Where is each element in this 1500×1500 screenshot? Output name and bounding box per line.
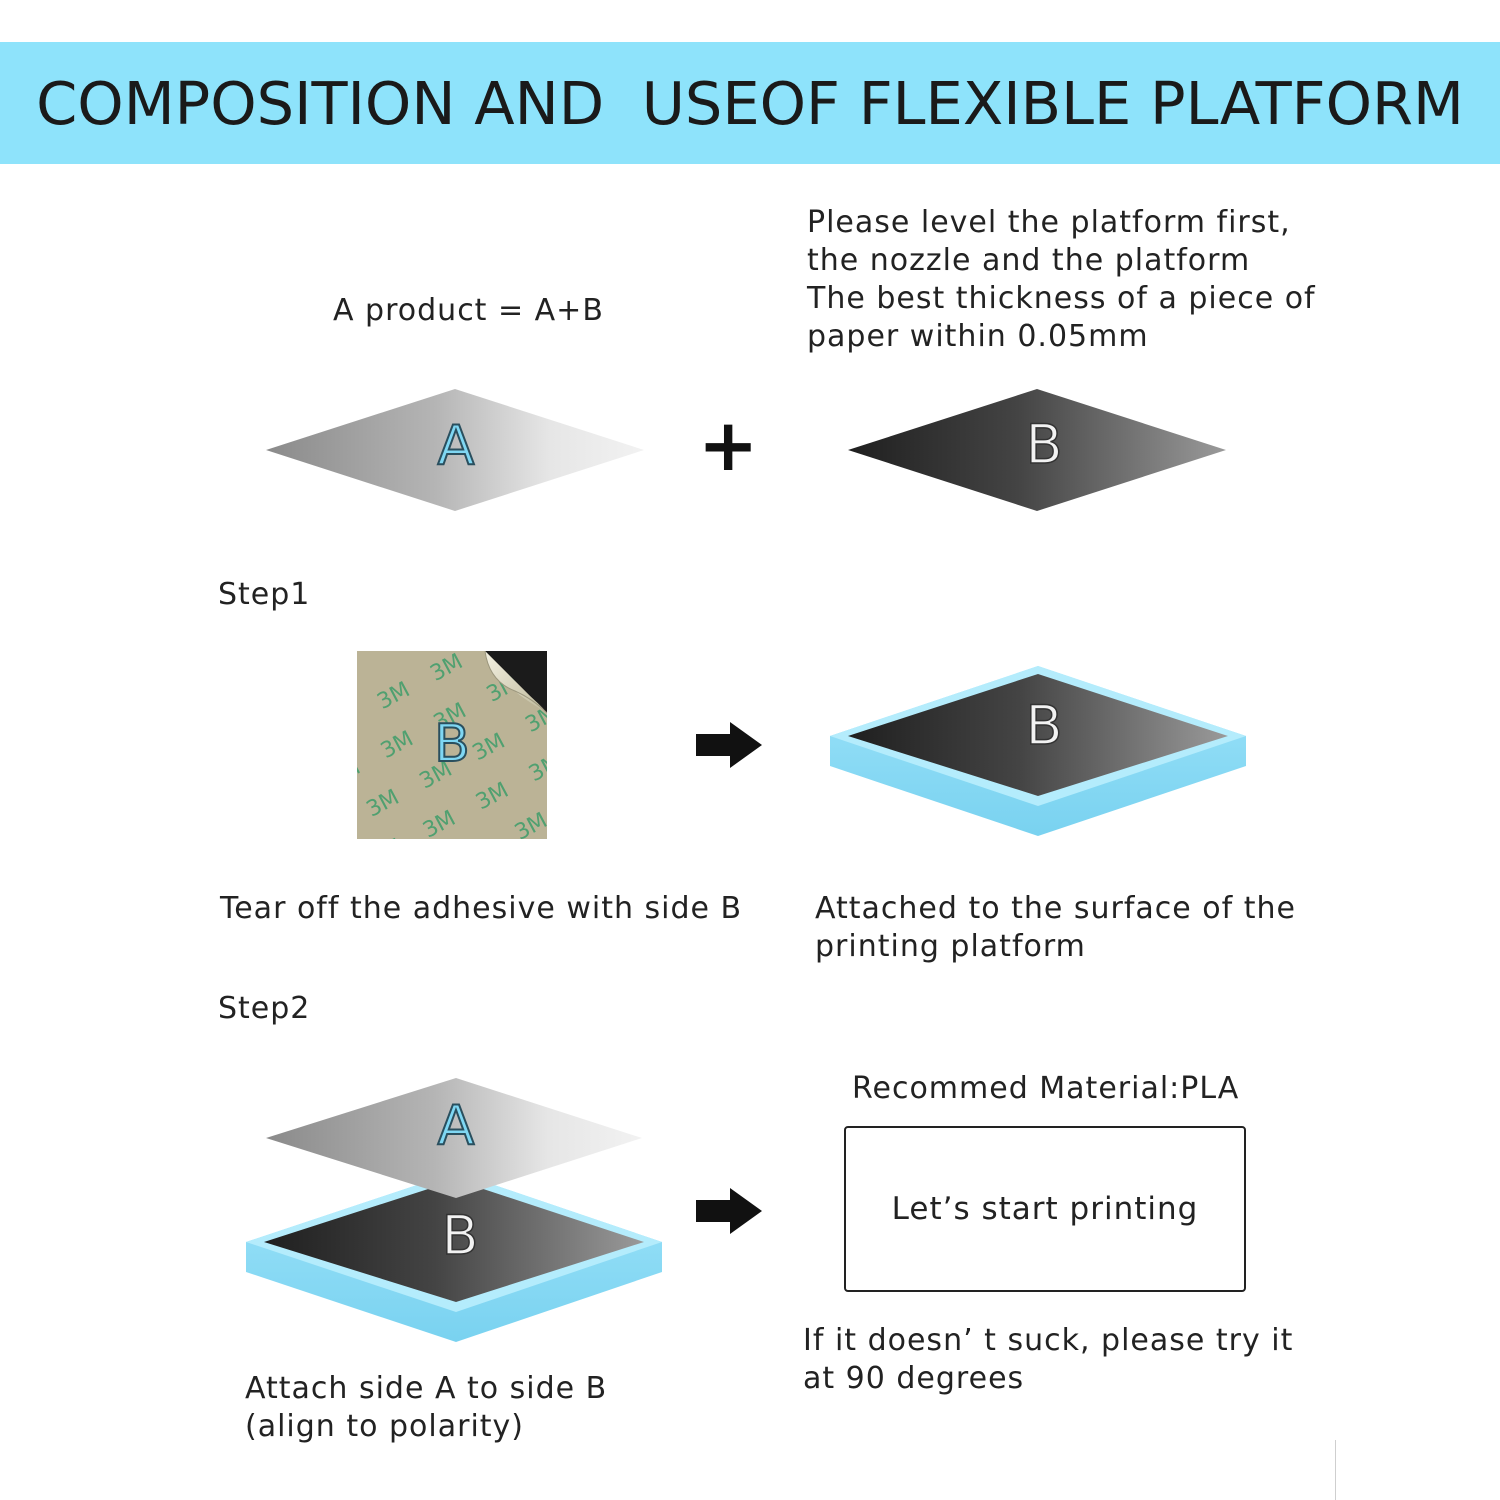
arrow-right-icon [696,722,762,768]
platform-b-letter: B [1025,694,1062,757]
sheet-b-letter: B [1025,413,1062,476]
page-title: COMPOSITION AND USEOF FLEXIBLE PLATFORM [36,68,1464,138]
step2-caption-line-2: (align to polarity) [245,1409,525,1444]
sheet-b-shape [848,389,1226,511]
sheet-a-diagram: A [266,389,644,511]
logo-3m-icon: 3M [357,706,361,744]
level-note-line-3: The best thickness of a piece of [807,281,1316,316]
stacked-b-sheet [264,1180,644,1302]
attach-caption-line-1: Attached to the surface of the [815,891,1296,926]
peeled-flap [484,651,547,714]
arrow-right-icon [696,1188,762,1234]
divider-line [1335,1440,1336,1500]
material-label: Recommed Material:PLA [852,1071,1240,1106]
adhesive-sheet-diagram: 3M 3M 3M 3M 3M 3M 3M 3M 3M 3M 3M 3M 3M 3… [357,651,547,839]
step2-heading: Step2 [218,991,311,1026]
stacked-a-sheet [266,1078,642,1198]
sheet-a-letter: A [438,414,475,477]
tip-line-2: at 90 degrees [803,1361,1025,1396]
start-printing-box: Let’s start printing [844,1126,1246,1292]
attach-caption-line-2: printing platform [815,929,1086,964]
sheet-a-shape [266,389,644,511]
platform-with-b-diagram: B [830,666,1246,836]
start-printing-label: Let’s start printing [891,1191,1199,1227]
sheet-b-diagram: B [848,389,1226,511]
title-banner: COMPOSITION AND USEOF FLEXIBLE PLATFORM [0,42,1500,164]
plus-icon: + [698,403,760,487]
level-note-line-1: Please level the platform first, [807,205,1291,240]
step2-caption-line-1: Attach side A to side B [245,1371,608,1406]
tip-line-1: If it doesn’ t suck, please try it [803,1323,1294,1358]
tear-caption: Tear off the adhesive with side B [220,891,743,926]
stacked-a-letter: A [438,1094,475,1157]
step1-heading: Step1 [218,577,311,612]
adhesive-b-letter: B [434,714,470,774]
level-note-line-4: paper within 0.05mm [807,319,1149,354]
stacked-b-letter: B [441,1204,478,1267]
product-label: A product = A+B [333,293,604,328]
stacked-a-on-b-diagram: B A [246,1078,662,1342]
level-note-line-2: the nozzle and the platform [807,243,1251,278]
logo-3m-icon: 3M [357,755,365,793]
platform-b-sheet [848,674,1228,796]
